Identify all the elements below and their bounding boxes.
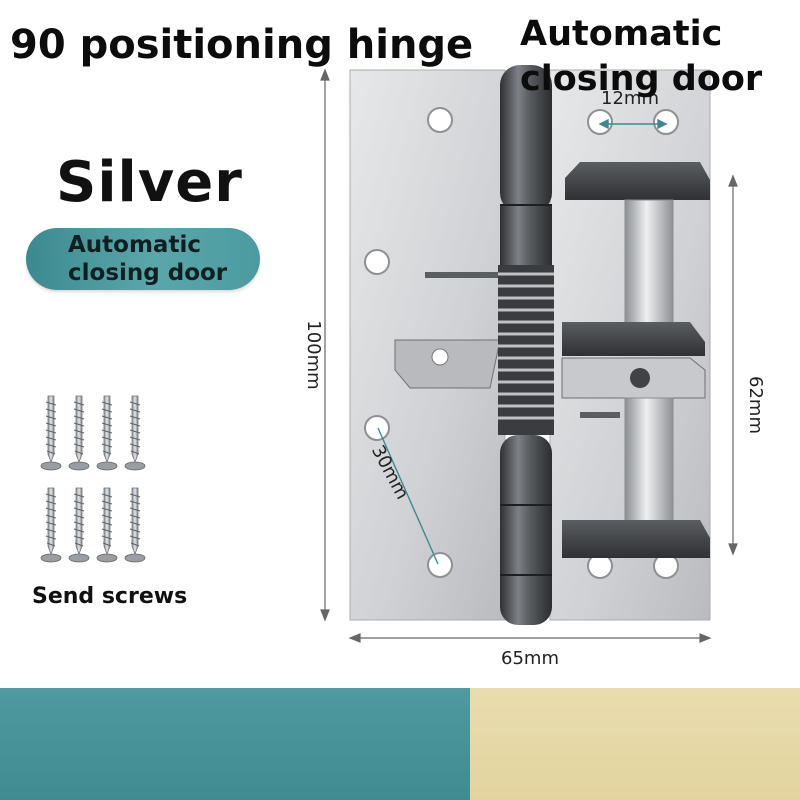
hole-icon <box>427 107 453 133</box>
product-title: Silver <box>56 150 243 215</box>
lower-rod <box>624 397 674 529</box>
dim-height <box>320 68 330 622</box>
banner-left-text: 90 positioning hinge <box>10 22 474 68</box>
dim-hole-spacing-label: 12mm <box>601 88 659 109</box>
dim-height-label: 100mm <box>303 320 324 389</box>
feature-badge-text: Automatic closing door <box>68 232 228 286</box>
dim-width <box>348 633 712 643</box>
banner-right-text: Automatic closing door <box>520 14 763 99</box>
mid-bracket <box>562 322 705 356</box>
hole-icon <box>364 415 390 441</box>
screws-label: Send screws <box>32 584 188 609</box>
upper-rod <box>624 199 674 331</box>
hinge-figure: 100mm 65mm 12mm 30mm 62mm <box>303 65 766 669</box>
bottom-bracket <box>562 520 710 558</box>
hole-icon <box>587 109 613 135</box>
hole-icon <box>653 109 679 135</box>
spring-coil <box>498 272 554 420</box>
hinge-pin <box>500 65 552 213</box>
banner-left-panel <box>0 688 470 800</box>
hole-icon <box>364 249 390 275</box>
dim-hole-spacing <box>598 118 668 130</box>
bottom-banner <box>0 688 800 800</box>
dim-spring-height-label: 62mm <box>745 376 766 434</box>
dim-diagonal <box>377 427 439 565</box>
top-bracket <box>565 162 710 200</box>
dim-width-label: 65mm <box>501 648 559 669</box>
dim-spring-height <box>728 174 738 556</box>
banner-right-panel <box>470 688 800 800</box>
feature-badge <box>26 228 260 290</box>
hole-icon <box>427 552 453 578</box>
screws-image <box>40 395 146 563</box>
